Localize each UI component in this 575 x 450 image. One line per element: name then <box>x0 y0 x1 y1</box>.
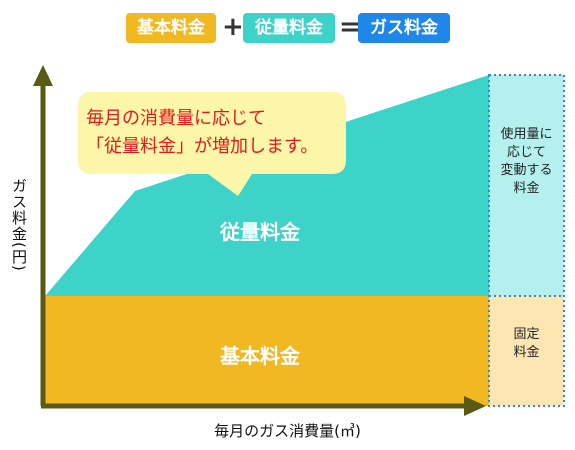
plus-sign: + <box>222 12 244 42</box>
callout-bubble <box>78 92 346 196</box>
usage-fee-pill: 従量料金 <box>243 13 335 43</box>
variable-fee-label-line: 変動する <box>500 163 553 178</box>
gas-fee-pill: ガス料金 <box>358 13 450 43</box>
y-axis-arrow-icon <box>33 65 53 86</box>
callout-line-1: 毎月の消費量に応じて <box>86 108 266 129</box>
x-axis-label: 毎月のガス消費量(㎥) <box>214 422 361 440</box>
variable-fee-label-line: 応じて <box>506 145 546 160</box>
variable-fee-label: 使用量に 応じて 変動する 料金 <box>490 126 563 198</box>
x-axis-arrow-icon <box>464 396 486 416</box>
variable-fee-label-line: 料金 <box>513 181 540 196</box>
fixed-fee-label-line: 料金 <box>513 345 540 360</box>
fixed-fee-panel <box>489 296 564 406</box>
fixed-fee-label-line: 固定 <box>513 327 540 342</box>
side-panel-dotted-border <box>488 74 565 407</box>
variable-fee-panel <box>489 75 564 296</box>
equals-sign: = <box>339 12 361 42</box>
basic-fee-area <box>45 296 489 406</box>
variable-fee-label-line: 使用量に <box>500 127 553 142</box>
usage-fee-area <box>45 75 489 296</box>
usage-fee-area-label: 従量料金 <box>220 220 300 244</box>
callout-line-2: 「従量料金」が増加します。 <box>86 136 319 157</box>
fixed-fee-label: 固定 料金 <box>490 326 563 362</box>
basic-fee-pill: 基本料金 <box>126 13 216 43</box>
basic-fee-area-label: 基本料金 <box>220 344 300 368</box>
callout-text: 毎月の消費量に応じて 「従量料金」が増加します。 <box>86 105 356 161</box>
y-axis-label: ガス料金(円) <box>10 178 28 272</box>
